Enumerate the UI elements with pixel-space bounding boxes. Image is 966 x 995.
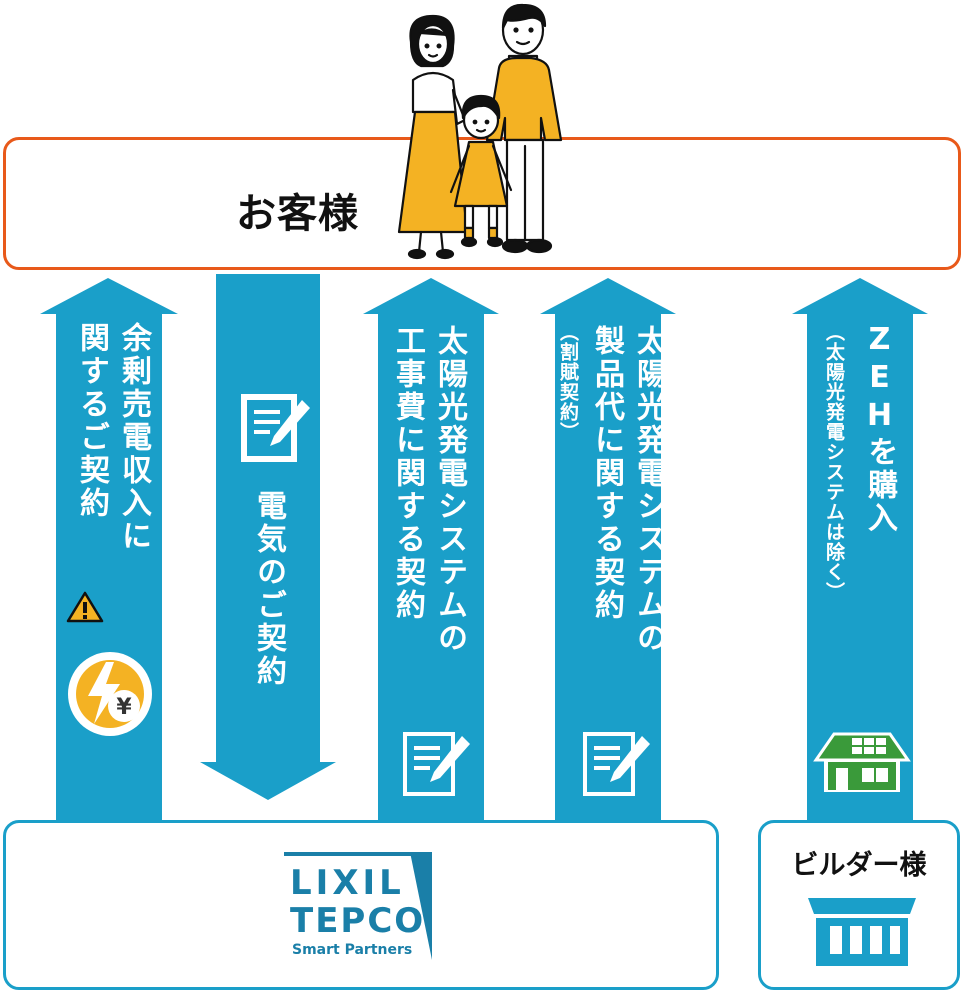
child-figure [449, 94, 513, 248]
customer-label: お客様 [236, 191, 359, 237]
mother-figure [397, 14, 469, 260]
arrow-5-sublabel: （太陽光発電システムは除く） [823, 322, 845, 602]
arrow-4-label: 太陽光発電システムの製品代に関する契約 [585, 325, 669, 725]
contract-document-icon [241, 394, 310, 462]
arrow-5-line-1: ZEHを購入 [862, 322, 897, 535]
arrow-4-line-2: 製品代に関する契約 [589, 325, 624, 622]
arrow-4-line-1: 太陽光発電システムの [631, 325, 666, 655]
arrow-1-line-1: 余剰売電収入に [116, 322, 151, 553]
arrow-5-label: ZEHを購入 [858, 322, 900, 602]
father-figure [485, 3, 563, 254]
logo-line-1: LIXIL [290, 863, 405, 903]
arrow-3-line-2: 工事費に関する契約 [390, 325, 425, 622]
lightning-yen-icon: ¥ [68, 652, 152, 736]
builder-label: ビルダー様 [791, 850, 927, 881]
arrow-1-label: 余剰売電収入に関するご契約 [70, 322, 154, 612]
arrow-2-label: 電気のご契約 [247, 490, 289, 750]
contract-document-icon [403, 732, 470, 796]
arrow-4-up [540, 278, 676, 820]
arrow-1-line-2: 関するご契約 [74, 322, 109, 520]
builder-store-icon [808, 898, 916, 966]
arrow-5-up [792, 278, 928, 820]
arrow-3-label: 太陽光発電システムの工事費に関する契約 [386, 325, 470, 725]
contract-document-icon [583, 732, 650, 796]
arrow-4-sublabel: （割賦契約） [557, 322, 579, 442]
solar-house-icon [813, 732, 911, 792]
arrow-3-up [363, 278, 499, 820]
svg-text:¥: ¥ [116, 695, 132, 720]
arrow-2-line-1: 電気のご契約 [251, 490, 286, 688]
family-illustration [397, 3, 563, 260]
logo-line-3: Smart Partners [292, 942, 412, 958]
lixil-tepco-box [3, 820, 719, 990]
arrow-3-line-1: 太陽光発電システムの [432, 325, 467, 655]
logo-line-2: TEPCO [290, 901, 425, 941]
lixil-tepco-logo: LIXIL TEPCO Smart Partners [284, 852, 432, 960]
warning-icon [66, 591, 104, 623]
